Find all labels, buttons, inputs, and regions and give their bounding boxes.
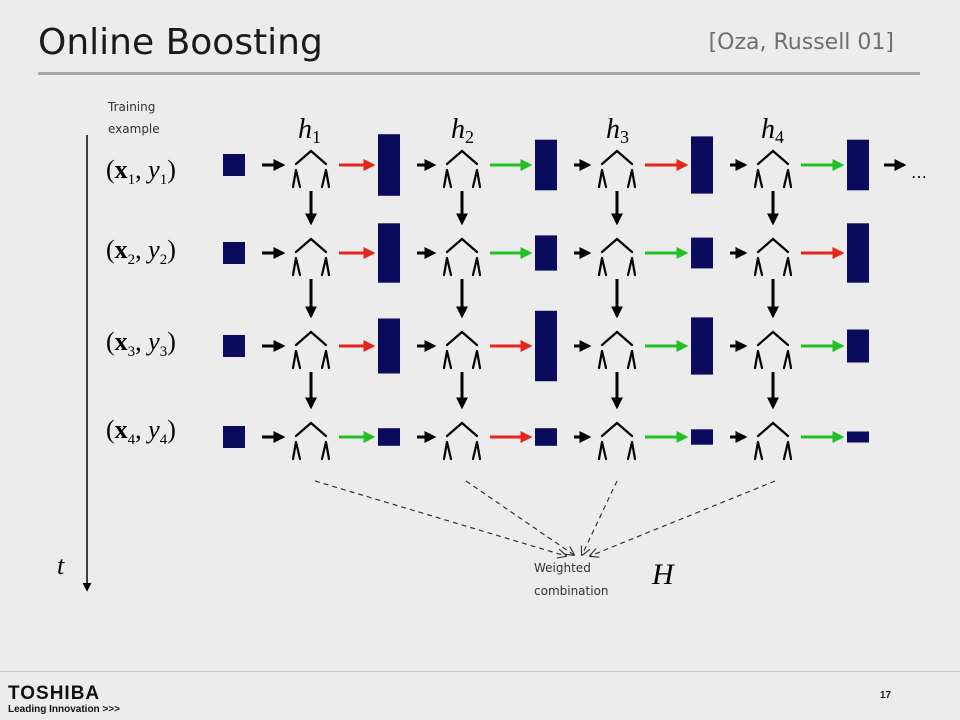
weak-learner-tree-icon [753,421,793,461]
combination-arrow-h4 [590,480,776,556]
example-y-subscript: 1 [160,172,168,188]
example-y: y [145,235,160,264]
weight-box [847,329,869,363]
example-label-3: (x3, y3) [106,327,176,360]
weight-box [378,223,400,283]
weak-learner-tree-icon [753,149,793,189]
weight-box [535,235,557,271]
time-axis-label: t [57,551,65,580]
example-x-subscript: 2 [128,252,136,268]
example-x: x [115,415,128,444]
example-y: y [145,155,160,184]
weight-box [223,154,245,176]
learner-label-subscript: 2 [465,127,474,147]
learner-label-subscript: 4 [775,127,784,147]
weight-box [847,139,869,191]
example-x: x [115,235,128,264]
title-divider [38,72,920,75]
example-label-2: (x2, y2) [106,235,176,268]
ensemble-label: H [651,558,676,591]
weight-box [535,428,557,446]
learner-label-h2: h2 [451,114,474,147]
weak-learner-tree-icon [597,237,637,277]
weak-learner-tree-icon [291,149,331,189]
example-y: y [145,415,160,444]
learner-label-subscript: 1 [312,127,321,147]
weak-learner-tree-icon [291,330,331,370]
slide-title: Online Boosting [38,22,323,63]
weight-box [847,223,869,283]
weighted-combination-label-line2: combination [534,584,609,598]
example-label-4: (x4, y4) [106,415,176,448]
weight-box [378,318,400,374]
weight-box [847,431,869,443]
weighted-combination-label: Weighted [534,561,591,575]
weight-box [378,428,400,446]
weight-box [223,426,245,448]
combination-arrow-h1 [314,480,566,556]
example-labels: (x1, y1) (x2, y2) (x3, y3) (x4, y4) [106,155,176,448]
weak-learner-tree-icon [753,237,793,277]
training-example-label-line2: example [108,122,160,136]
example-y-subscript: 2 [160,252,168,268]
weak-learner-tree-icon [597,330,637,370]
learner-label-subscript: 3 [620,127,629,147]
learner-label-base: h [298,114,312,145]
example-x: x [115,327,128,356]
weight-box [691,136,713,194]
learner-label-h3: h3 [606,114,629,147]
continuation-ellipsis: … [911,163,927,182]
example-y-subscript: 4 [160,432,168,448]
learner-label-base: h [606,114,620,145]
learner-label-base: h [451,114,465,145]
example-y-subscript: 3 [160,344,168,360]
weight-box [378,134,400,196]
weak-learner-tree-icon [442,421,482,461]
weight-box [691,317,713,375]
example-x-subscript: 1 [128,172,136,188]
weak-learner-tree-icon [291,237,331,277]
weak-learner-tree-icon [597,149,637,189]
weak-learner-tree-icon [753,330,793,370]
toshiba-logo: TOSHIBA [8,683,101,704]
weight-box [223,335,245,357]
weight-box [691,237,713,269]
weak-learner-tree-icon [442,330,482,370]
citation: [Oza, Russell 01] [708,30,894,55]
weak-learner-tree-icon [597,421,637,461]
weight-box [223,242,245,264]
combination-arrow-h3 [582,480,618,555]
footer-divider [0,671,960,672]
example-x-subscript: 4 [128,432,136,448]
example-x: x [115,155,128,184]
weak-learner-tree-icon [442,237,482,277]
example-label-1: (x1, y1) [106,155,176,188]
weight-box [691,429,713,445]
weak-learner-tree-icon [291,421,331,461]
training-example-label: Training [107,100,155,114]
weak-learner-tree-icon [442,149,482,189]
weight-box [535,310,557,382]
learner-label-h1: h1 [298,114,321,147]
weight-box [535,139,557,191]
boosting-grid [223,134,907,461]
online-boosting-diagram: t Training example h1 h2 h3 h4 (x1, y1) … [57,100,927,598]
page-number: 17 [880,690,892,701]
example-y: y [145,327,160,356]
example-x-subscript: 3 [128,344,136,360]
learner-label-base: h [761,114,775,145]
combination-arrow-h2 [465,480,574,555]
logo-tagline: Leading Innovation >>> [8,704,120,715]
learner-labels: h1 h2 h3 h4 [298,114,784,147]
combination-arrows [314,480,776,556]
learner-label-h4: h4 [761,114,784,147]
